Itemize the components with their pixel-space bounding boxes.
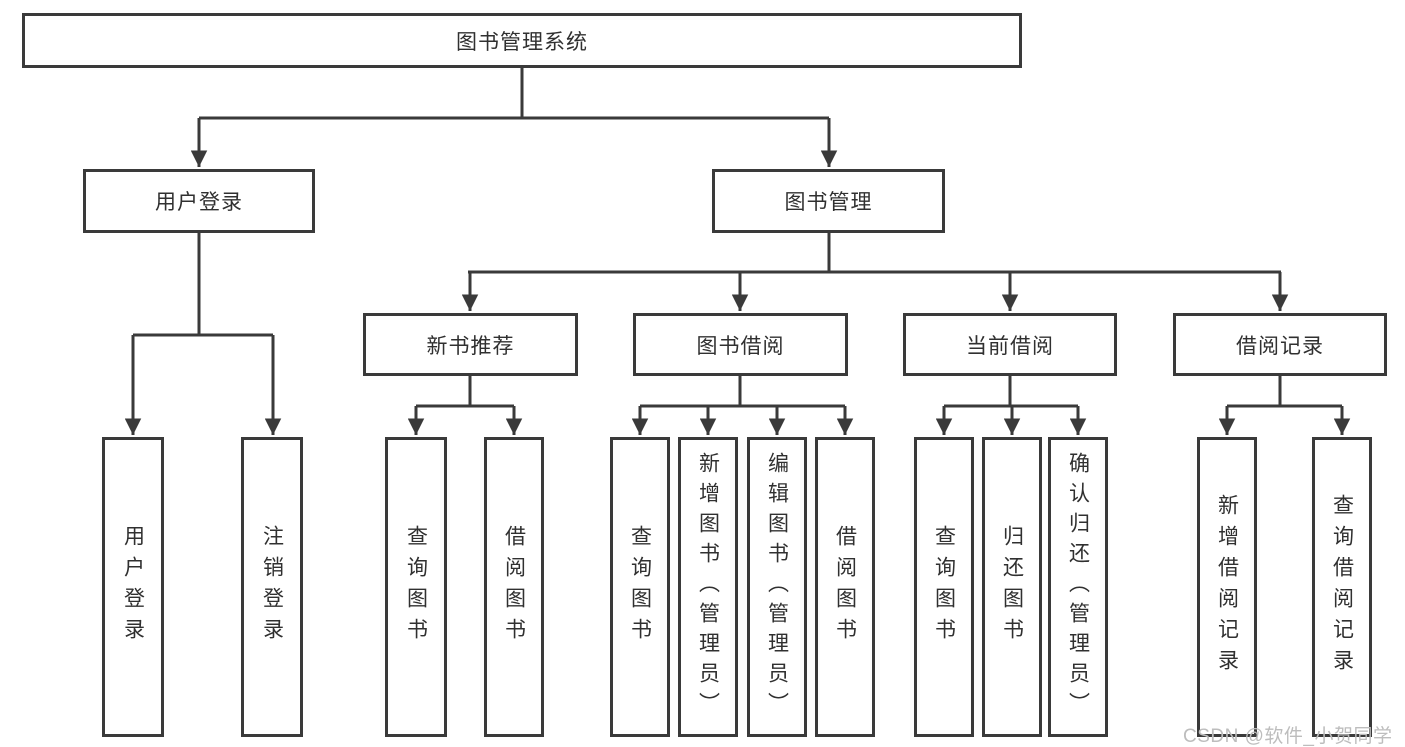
leaf-edit-books-admin-label: 编辑图书（管理员） [765,452,789,722]
leaf-confirm-return-admin-label: 确认归还（管理员） [1066,452,1090,722]
leaf-query-books-current-label: 查询图书 [932,525,956,649]
connector-user-login-children [124,233,282,435]
node-current-borrow-label: 当前借阅 [966,334,1054,358]
connector-current-borrow-children [935,376,1087,435]
leaf-logout-label: 注销登录 [260,525,284,649]
node-book-borrow: 图书借阅 [633,313,848,376]
connector-root-to-level2 [190,68,838,167]
connector-book-borrow-children [631,376,854,435]
leaf-query-books-current: 查询图书 [914,437,974,737]
leaf-query-books-recommend-label: 查询图书 [404,525,428,649]
node-new-book-recommendation: 新书推荐 [363,313,578,376]
node-book-borrow-label: 图书借阅 [696,334,785,358]
root-node-label: 图书管理系统 [456,30,588,54]
leaf-query-books-recommend: 查询图书 [385,437,447,737]
leaf-add-borrow-record: 新增借阅记录 [1197,437,1257,737]
leaf-user-login: 用户登录 [102,437,164,737]
leaf-add-borrow-record-label: 新增借阅记录 [1215,494,1239,680]
leaf-borrow-books: 借阅图书 [815,437,875,737]
leaf-borrow-books-recommend-label: 借阅图书 [502,525,526,649]
connector-new-book-children [407,376,523,435]
node-book-management: 图书管理 [712,169,945,233]
leaf-return-books: 归还图书 [982,437,1042,737]
leaf-confirm-return-admin: 确认归还（管理员） [1048,437,1108,737]
leaf-borrow-books-recommend: 借阅图书 [484,437,544,737]
leaf-query-borrow-record: 查询借阅记录 [1312,437,1372,737]
node-current-borrow: 当前借阅 [903,313,1117,376]
node-book-management-label: 图书管理 [784,191,873,214]
node-borrow-records-label: 借阅记录 [1236,334,1324,358]
connector-borrow-records-children [1218,376,1351,435]
leaf-query-books-borrow: 查询图书 [610,437,670,737]
leaf-return-books-label: 归还图书 [1000,525,1024,649]
node-user-login: 用户登录 [83,169,315,233]
connector-book-management-children [461,233,1289,311]
leaf-add-books-admin-label: 新增图书（管理员） [696,452,720,722]
leaf-user-login-label: 用户登录 [121,525,145,649]
root-node-library-management-system: 图书管理系统 [22,13,1022,68]
node-user-login-label: 用户登录 [155,191,243,214]
node-new-book-recommendation-label: 新书推荐 [426,334,515,358]
leaf-query-books-borrow-label: 查询图书 [628,525,652,649]
leaf-query-borrow-record-label: 查询借阅记录 [1330,494,1354,680]
watermark: CSDN @软件_小贺同学 [1183,726,1393,747]
node-borrow-records: 借阅记录 [1173,313,1387,376]
leaf-logout: 注销登录 [241,437,303,737]
leaf-edit-books-admin: 编辑图书（管理员） [747,437,807,737]
leaf-add-books-admin: 新增图书（管理员） [678,437,738,737]
leaf-borrow-books-label: 借阅图书 [833,525,857,649]
